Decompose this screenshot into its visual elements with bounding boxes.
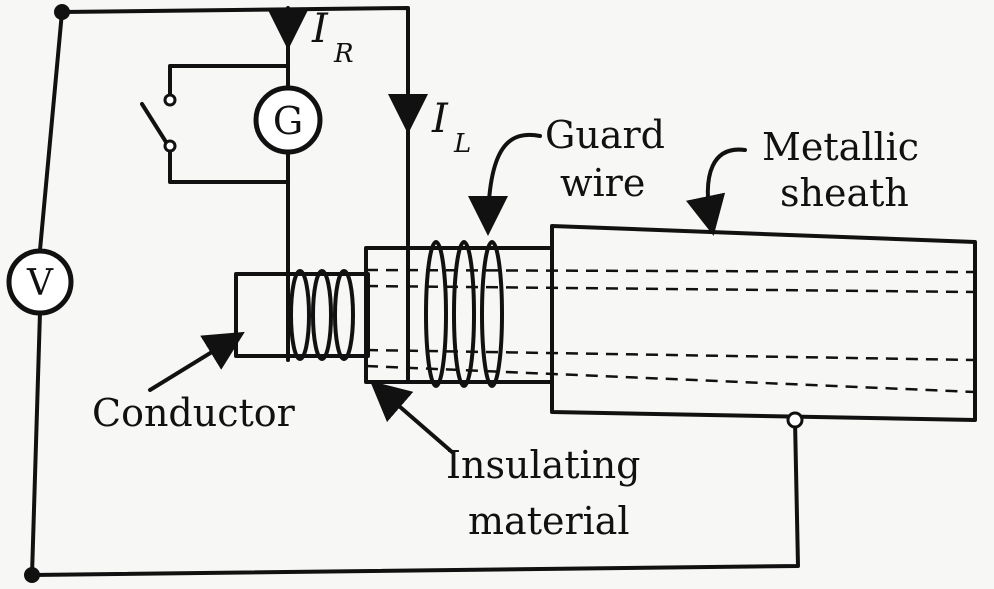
- sheath-label-2: sheath: [780, 171, 909, 215]
- switch-lower-wire: [168, 146, 290, 184]
- switch-blade: [140, 102, 168, 144]
- il-subscript: L: [453, 129, 471, 159]
- dash-line-3: [365, 348, 976, 362]
- dash-line-2: [365, 284, 976, 294]
- metallic-sheath: [550, 224, 977, 422]
- sheath-pointer: [685, 147, 747, 236]
- insulation-label-1: Insulating: [446, 443, 641, 487]
- galvanometer-label: G: [273, 99, 303, 143]
- left-wire: [38, 10, 64, 252]
- conductor-coil-3: [333, 269, 355, 361]
- junction-top-left: [54, 4, 70, 20]
- dash-line-1: [365, 268, 976, 274]
- insulation-pointer: [369, 380, 454, 454]
- switch-terminal-bottom: [163, 139, 177, 153]
- insulating-material: [364, 246, 554, 384]
- dash-line-4: [365, 364, 976, 394]
- guard-coil-2: [452, 240, 476, 388]
- insulation-label-2: material: [468, 499, 630, 543]
- guard-wire-label-2: wire: [560, 161, 645, 205]
- conductor-coil-2: [311, 269, 333, 361]
- guard-coil-1: [424, 240, 448, 388]
- left-lower-wire: [30, 310, 42, 577]
- sheath-terminal: [786, 411, 804, 429]
- conductor-core: [234, 272, 370, 358]
- conductor-pointer: [148, 331, 245, 392]
- switch-loop-wire: [168, 64, 290, 100]
- conductor-coil-1: [289, 269, 311, 361]
- guard-wire-pointer: [468, 132, 542, 236]
- voltmeter-label: V: [26, 263, 54, 304]
- guard-coil-3: [480, 240, 504, 388]
- top-wire: [60, 6, 410, 382]
- il-label: I: [431, 96, 449, 142]
- bottom-wire: [30, 418, 800, 577]
- switch-terminal-top: [163, 93, 177, 107]
- galvanometer-symbol: [253, 85, 323, 155]
- junction-bottom-left: [24, 567, 40, 583]
- ir-subscript: R: [333, 39, 354, 69]
- guard-wire-label-1: Guard: [545, 113, 665, 157]
- voltmeter-symbol: [6, 248, 74, 316]
- sheath-label-1: Metallic: [762, 125, 919, 169]
- ir-label: I: [311, 6, 329, 52]
- conductor-label: Conductor: [92, 391, 296, 435]
